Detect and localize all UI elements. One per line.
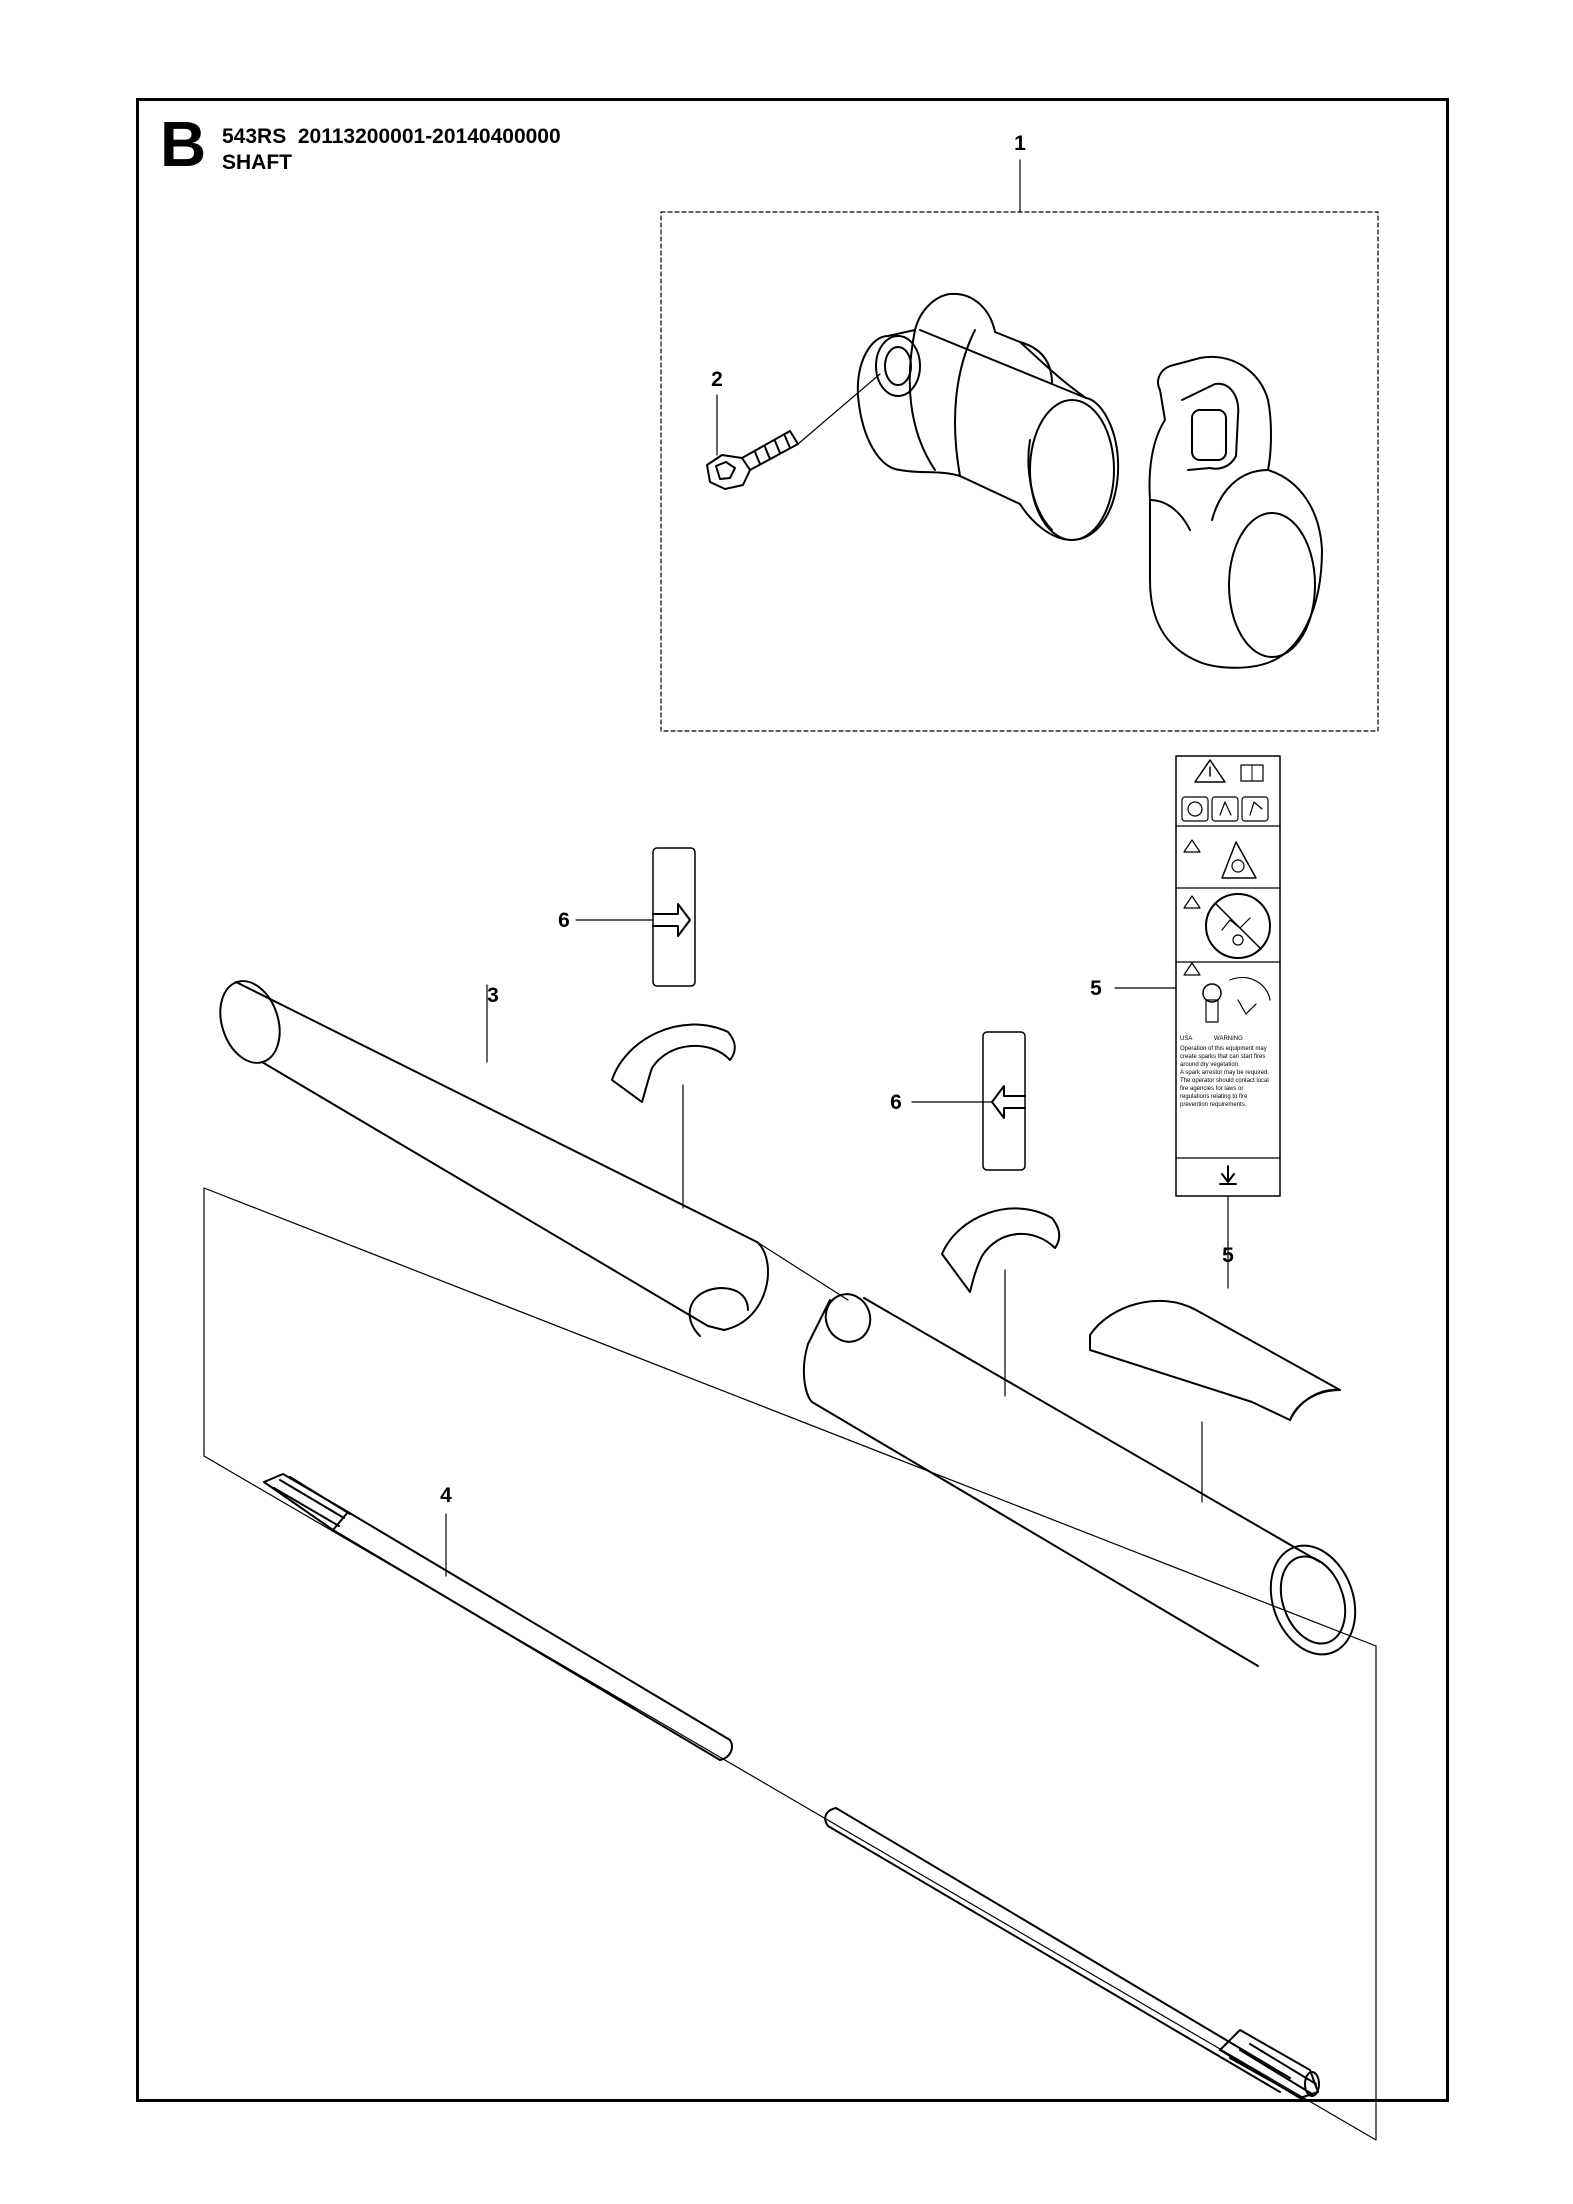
decal-line-4: A spark arrestor may be required.: [1180, 1070, 1269, 1076]
tube-part-3-lower: [756, 1241, 1357, 1667]
callout-6b: 6: [890, 1091, 902, 1114]
clamp-half-b: [1148, 355, 1323, 669]
screw-part-2: [706, 373, 881, 490]
decal-line-8: prevention requirements.: [1180, 1102, 1247, 1108]
sleeve-piece-upper: [611, 1023, 736, 1209]
callout-6a: 6: [558, 909, 570, 932]
callout-2: 2: [711, 368, 723, 391]
callout-4: 4: [440, 1484, 452, 1507]
shaft-frame-lines: [203, 1187, 1377, 2141]
sleeve-piece-lower: [941, 1207, 1061, 1397]
clamp-half-a: [856, 292, 1120, 541]
section-letter: B: [160, 108, 207, 180]
callout-1: 1: [1014, 132, 1026, 155]
part-1-handle-clamp-group: [660, 159, 1379, 732]
decal-line-7: regulations relating to fire: [1180, 1094, 1248, 1100]
page-frame: [136, 98, 1449, 2102]
arrow-decal-part-6b: [911, 1031, 1026, 1171]
decal-line-3: around dry vegetation.: [1180, 1062, 1240, 1068]
header-block: 543RS 20113200001-20140400000 SHAFT: [222, 124, 561, 176]
decal-line-1: Operation of this equipment may: [1180, 1046, 1267, 1052]
model-line: 543RS 20113200001-20140400000: [222, 125, 561, 148]
decal-line-2: create sparks that can start fires: [1180, 1054, 1265, 1060]
decal-warning: WARNING: [1214, 1036, 1243, 1042]
decal-line-5: The operator should contact local: [1180, 1078, 1269, 1084]
arrow-decal-part-6a: [575, 847, 696, 987]
drive-shaft-part-4: [203, 1187, 1377, 2141]
safety-decal-part-5: [1114, 755, 1281, 1289]
decal-outline: [1175, 755, 1281, 1197]
decal-region: USA: [1180, 1036, 1192, 1042]
callout-3: 3: [487, 984, 499, 1007]
page-title: SHAFT: [222, 151, 292, 174]
tube-part-3: [219, 980, 769, 1337]
callout-5a: 5: [1090, 977, 1102, 1000]
shaft-cover-sleeve: [1089, 1299, 1341, 1503]
decal-line-6: fire agencies for laws or: [1180, 1086, 1243, 1092]
callout-5b: 5: [1222, 1244, 1234, 1267]
